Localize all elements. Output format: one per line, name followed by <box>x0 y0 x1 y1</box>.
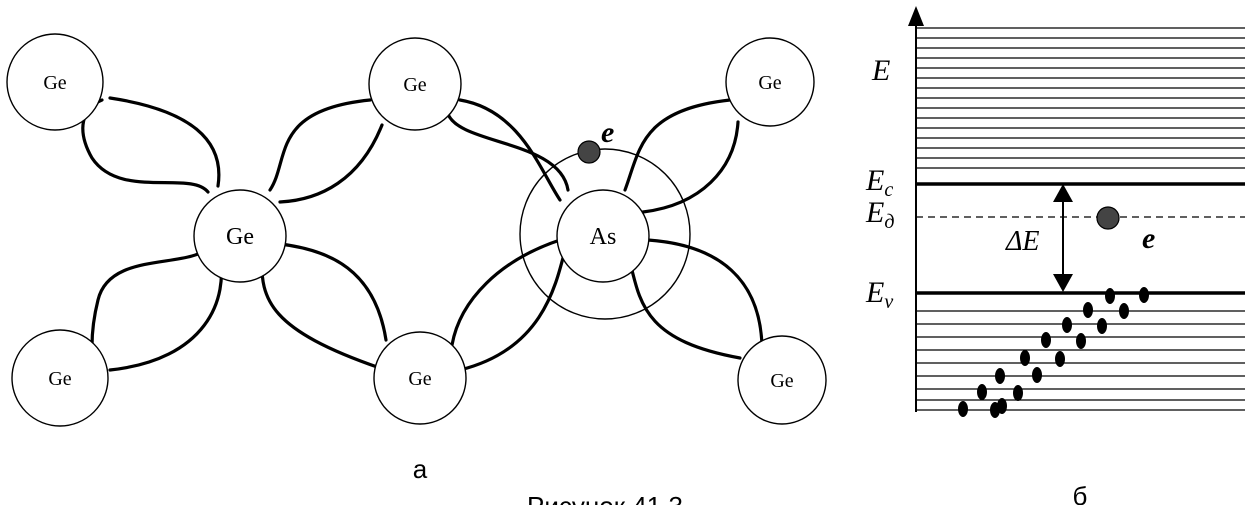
conduction-edge-label-sub: c <box>884 179 893 201</box>
band-gap-arrow <box>1053 184 1073 292</box>
arrow-down-icon <box>1053 274 1073 292</box>
band-diagram-panel: e E Ec Eд Ev ΔE б <box>865 6 1245 505</box>
donor-level-label-sub: д <box>884 211 894 233</box>
atom-label: Ge <box>226 224 254 250</box>
donor-electron-dot <box>1097 207 1119 229</box>
atom-label: Ge <box>48 368 71 390</box>
valence-edge-label: Ev <box>865 276 893 313</box>
atom-label: Ge <box>408 368 431 390</box>
atom-ge-center: Ge <box>194 190 286 282</box>
atom-ge-top-left: Ge <box>7 34 103 130</box>
panel-b-caption: б <box>1073 481 1088 505</box>
atom-ge-bottom-right: Ge <box>738 336 826 424</box>
valence-electrons <box>958 287 1149 418</box>
valence-band-levels <box>916 311 1245 410</box>
atom-label: Ge <box>403 74 426 96</box>
valence-edge-label-sub: v <box>884 291 893 313</box>
valence-edge-label-main: E <box>865 276 884 309</box>
energy-axis-label: E <box>871 54 890 87</box>
energy-axis-arrow-icon <box>908 6 924 26</box>
donor-electron-label: e <box>1142 222 1155 255</box>
atom-label: Ge <box>758 72 781 94</box>
atom-label: As <box>590 224 617 250</box>
atom-ge-top-middle: Ge <box>369 38 461 130</box>
panel-a-caption: а <box>413 454 428 484</box>
lattice-panel: Ge Ge Ge Ge As Ge Ge Ge <box>7 34 826 484</box>
conduction-band-levels <box>916 28 1245 168</box>
atom-ge-bottom-left: Ge <box>12 330 108 426</box>
donor-level-label: Eд <box>865 196 894 233</box>
donor-level-label-main: E <box>865 196 884 229</box>
covalent-bonds <box>83 98 762 370</box>
atom-label: Ge <box>43 72 66 94</box>
free-electron-dot <box>578 141 600 163</box>
arrow-up-icon <box>1053 184 1073 202</box>
conduction-edge-label-main: E <box>865 164 884 197</box>
atom-ge-bottom-middle: Ge <box>374 332 466 424</box>
atom-ge-top-right: Ge <box>726 38 814 126</box>
figure-caption: Рисунок 41.3 <box>527 491 683 505</box>
atom-as-donor: As <box>557 190 649 282</box>
band-gap-label: ΔE <box>1005 226 1040 257</box>
atom-label: Ge <box>770 370 793 392</box>
free-electron-label: e <box>601 116 614 149</box>
